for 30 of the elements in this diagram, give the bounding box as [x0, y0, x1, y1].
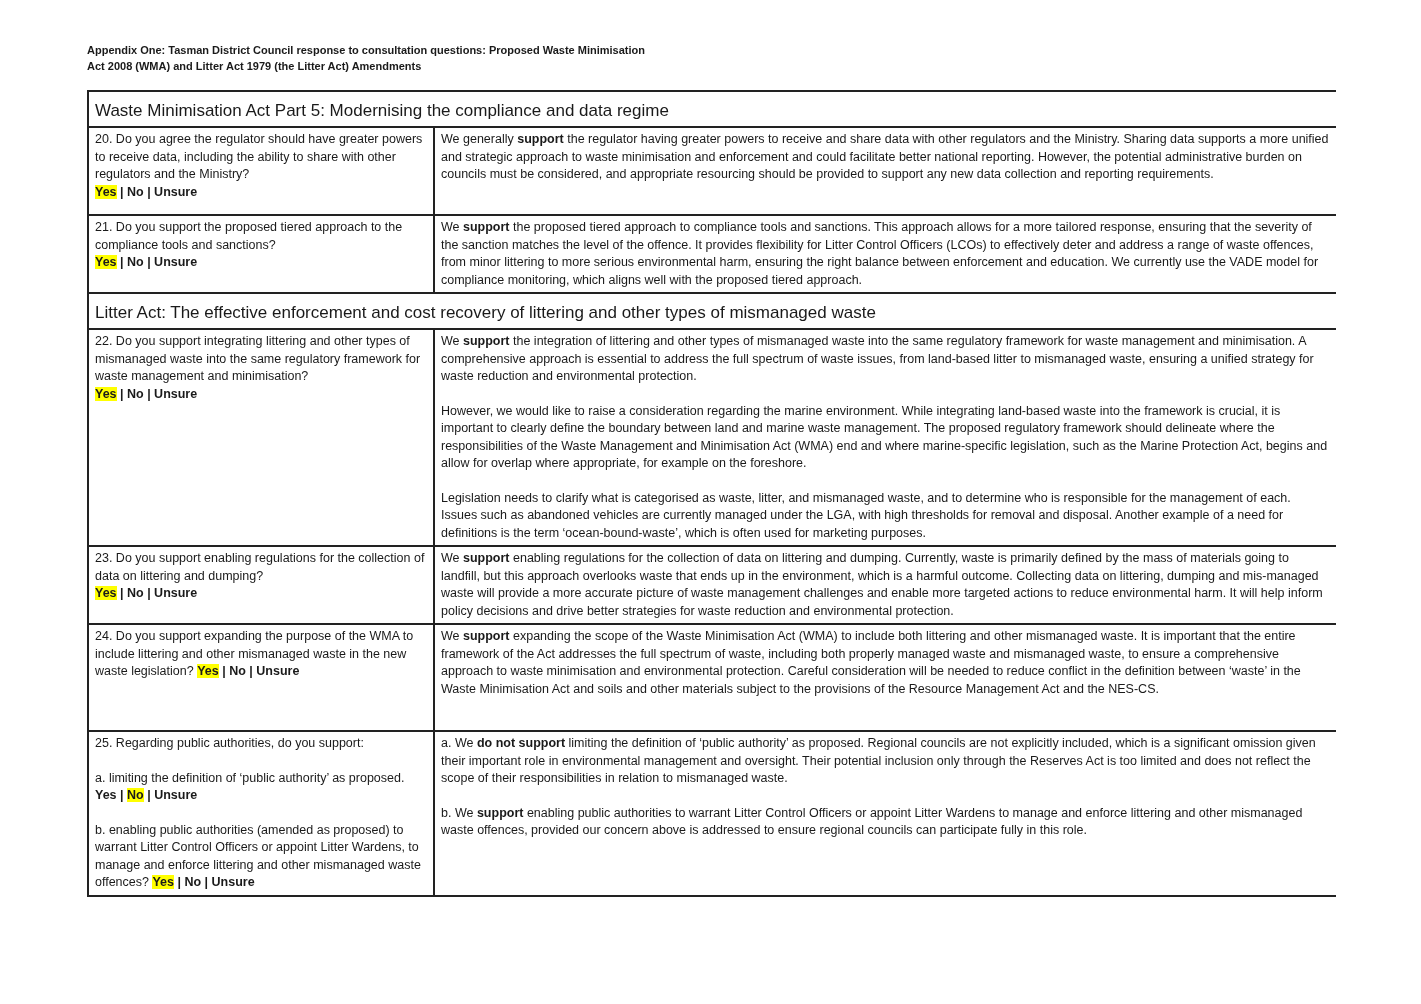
question-cell — [89, 216, 435, 294]
question-cell — [89, 732, 435, 897]
question-text: Yes | No | Unsure — [95, 183, 199, 201]
answer-text: We generally support the regulator having greater powers to receive and share data with other regulators and the Ministry. Sharing data supports a more unified and strategic approach to waste minimisation and enforcement and could facilitate better national reporting. However, the potential administrative burden on councils must be considered, and appropriate resourcing should be provided to support any new data collection and reporting requirements. — [441, 131, 1330, 183]
page-title: Appendix One: Tasman District Council response to consultation questions: Proposed Waste Minimisation Act 2008 (WMA) and Litter Act 1979 (the Litter Act) Amendments — [87, 43, 646, 74]
answer-text: We support the integration of littering and other types of mismanaged waste into the same regulatory framework for waste management and minimisation. A comprehensive approach is essential to address the full spectrum of waste issues, from land-based litter to mismanaged waste, ensuring a unified strategy for waste reduction and environmental protection. — [441, 333, 1315, 385]
question-text: 25. Regarding public authorities, do you support: — [95, 735, 365, 752]
question-text: 21. Do you support the proposed tiered approach to the compliance tools and sanctions? — [95, 219, 404, 254]
section-header: Litter Act: The effective enforcement and cost recovery of littering and other types of mismanaged waste — [89, 294, 1336, 330]
answer-text: We support enabling regulations for the collection of data on littering and dumping. Currently, waste is primarily defined by the mass of materials going to landfill, but this approach overlooks waste that ends up in the environment, which is a harmful outcome. Collecting data on littering, dumping and mis-managed waste will provide a more accurate picture of waste management challenges and enable more targeted actions to reduce environmental harm. It will help inform policy decisions and drive better strategies for waste reduction and environmental protection. — [441, 550, 1324, 620]
question-text: 20. Do you agree the regulator should have greater powers to receive data, including the ability to share with other regulators and the Ministry? — [95, 131, 424, 183]
answer-text: Legislation needs to clarify what is categorised as waste, litter, and mismanaged waste, and to determine who is responsible for the management of each. Issues such as abandoned vehicles are currently managed under the LGA, with high thresholds for removal and disposal. Another example of a need for definitions is the term ‘ocean-bound-waste’, which is often used for marketing purposes. — [441, 489, 1292, 542]
question-cell — [89, 547, 435, 625]
question-text: Yes | No | Unsure — [95, 254, 199, 271]
answer-text: We support expanding the scope of the Waste Minimisation Act (WMA) to include both littering and other mismanaged waste. It is important that the entire framework of the Act addresses the full spectrum of waste, including both properly managed waste and mismanaged waste, to ensure a comprehensive approach to waste minimisation and environmental protection. Careful consideration will be needed to reduce conflict in the definition between ‘waste’ in the Waste Minimisation Act and soils and other materials subject to the provisions of the Resource Management Act and the NES-CS. — [441, 628, 1302, 698]
question-text: a. limiting the definition of ‘public authority’ as proposed. Yes | No | Unsure — [95, 769, 406, 804]
question-text: b. enabling public authorities (amended as proposed) to warrant Litter Control Officers or appoint Litter Wardens, to manage and enforce littering and other mismanaged waste offences? Yes | No | Unsure — [95, 821, 422, 891]
question-cell — [89, 625, 435, 732]
question-cell — [89, 128, 435, 216]
answer-text: b. We support enabling public authorities to warrant Litter Control Officers or appoint Litter Wardens to manage and enforce littering and other mismanaged waste offences, provided our concern above is addressed to ensure regional councils can participate fully in this role. — [441, 804, 1304, 839]
question-text: 24. Do you support expanding the purpose of the WMA to include littering and other mismanaged waste in the new waste legislation? Yes | No | Unsure — [95, 628, 415, 680]
question-text: 22. Do you support integrating littering and other types of mismanaged waste into the same regulatory framework for waste management and minimisation? — [95, 333, 422, 385]
question-text: Yes | No | Unsure — [95, 585, 199, 602]
question-cell — [89, 330, 435, 547]
answer-text: a. We do not support limiting the definition of ‘public authority’ as proposed. Regional councils are not explicitly included, which is a significant omission given their important role in environmental management and oversight. Their potential inclusion only through the Reserves Act is too limited and does not reflect the scope of their responsibilities in relation to mismanaged waste. — [441, 735, 1317, 787]
section-header: Waste Minimisation Act Part 5: Modernising the compliance and data regime — [89, 92, 1336, 128]
question-text: Yes | No | Unsure — [95, 385, 199, 403]
answer-text: However, we would like to raise a consideration regarding the marine environment. While integrating land-based waste into the framework is crucial, it is important to clearly define the boundary between land and marine waste management. The proposed regulatory framework should delineate where the responsibilities of the Waste Management and Minimisation Act (WMA) end and where marine-specific legislation, such as the Marine Protection Act, begins and allow for overlap where appropriate, for example on the foreshore. — [441, 402, 1329, 472]
answer-text: We support the proposed tiered approach to compliance tools and sanctions. This approach allows for a more tailored response, ensuring that the severity of the sanction matches the level of the offence. It provides flexibility for Litter Control Officers (LCOs) to effectively deter and address a range of waste offences, from minor littering to more serious environmental harm, ensuring the right balance between enforcement and education. We currently use the VADE model for compliance monitoring, which aligns well with the proposed tiered approach. — [441, 219, 1320, 289]
question-text: 23. Do you support enabling regulations for the collection of data on littering and dumping? — [95, 550, 426, 585]
